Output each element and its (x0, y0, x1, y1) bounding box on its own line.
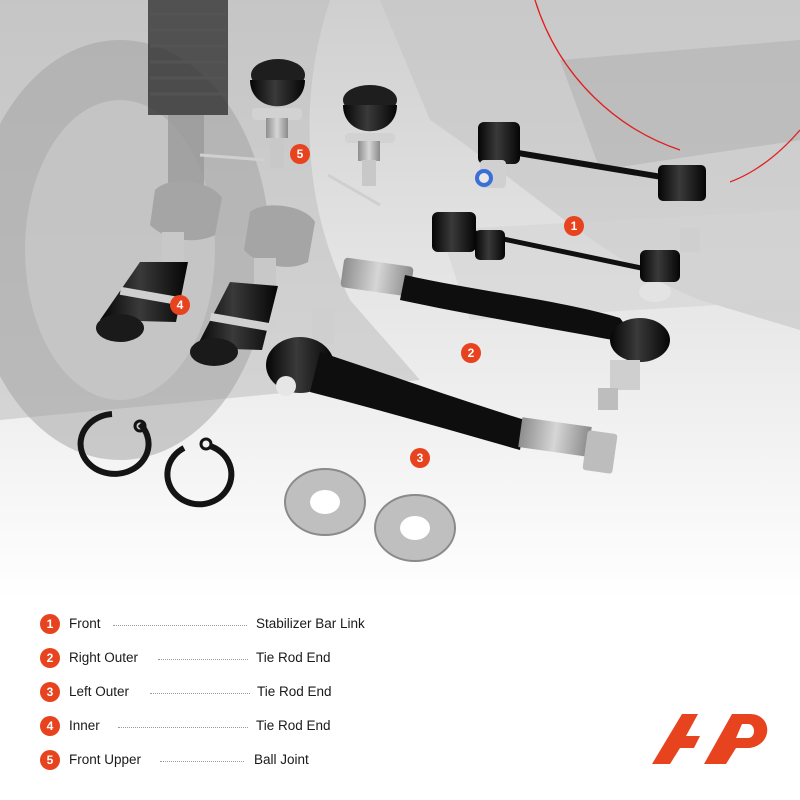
washer-left (284, 468, 366, 536)
leader-line (118, 727, 248, 728)
legend-description: Stabilizer Bar Link (256, 616, 365, 631)
legend-row-3: 3 Left Outer Tie Rod End (38, 680, 458, 714)
legend-row-5: 5 Front Upper Ball Joint (38, 748, 458, 782)
legend-description: Tie Rod End (257, 684, 332, 699)
callout-1: 1 (564, 216, 584, 236)
legend-number: 1 (40, 614, 60, 634)
callout-5: 5 (290, 144, 310, 164)
legend-label: Front Upper (69, 752, 142, 767)
legend-number: 4 (40, 716, 60, 736)
leader-line (160, 761, 244, 762)
parts-illustration (0, 0, 800, 600)
left-outer-tie-rod-end (266, 308, 618, 474)
inner-tie-rod-end-left (96, 181, 222, 342)
legend-description: Ball Joint (254, 752, 309, 767)
snap-ring-right (164, 437, 235, 508)
vehicle-background (0, 0, 800, 600)
a-premium-logo (652, 714, 768, 764)
callout-3: 3 (410, 448, 430, 468)
legend-number: 5 (40, 750, 60, 770)
legend-row-1: 1 Front Stabilizer Bar Link (38, 612, 458, 646)
legend-label: Right Outer (69, 650, 139, 665)
legend-description: Tie Rod End (256, 718, 331, 733)
callout-4: 4 (170, 295, 190, 315)
leader-line (113, 625, 247, 626)
parts-legend: 1 Front Stabilizer Bar Link 2 Right Oute… (38, 612, 458, 782)
ball-joint-left (199, 59, 305, 168)
legend-number: 3 (40, 682, 60, 702)
snap-ring-left (77, 411, 152, 477)
right-outer-tie-rod-end (340, 257, 670, 410)
legend-label: Left Outer (69, 684, 130, 699)
legend-label: Inner (69, 718, 100, 733)
legend-row-2: 2 Right Outer Tie Rod End (38, 646, 458, 680)
legend-label: Front (69, 616, 101, 631)
legend-description: Tie Rod End (256, 650, 331, 665)
leader-line (158, 659, 248, 660)
washer-right (374, 494, 456, 562)
callout-2: 2 (461, 343, 481, 363)
legend-number: 2 (40, 648, 60, 668)
inner-tie-rod-end-right (190, 205, 315, 366)
stabilizer-bar-link-lower (432, 212, 700, 302)
legend-row-4: 4 Inner Tie Rod End (38, 714, 458, 748)
ball-joint-right (327, 85, 397, 207)
stabilizer-bar-link-upper (475, 122, 730, 205)
leader-line (150, 693, 250, 694)
